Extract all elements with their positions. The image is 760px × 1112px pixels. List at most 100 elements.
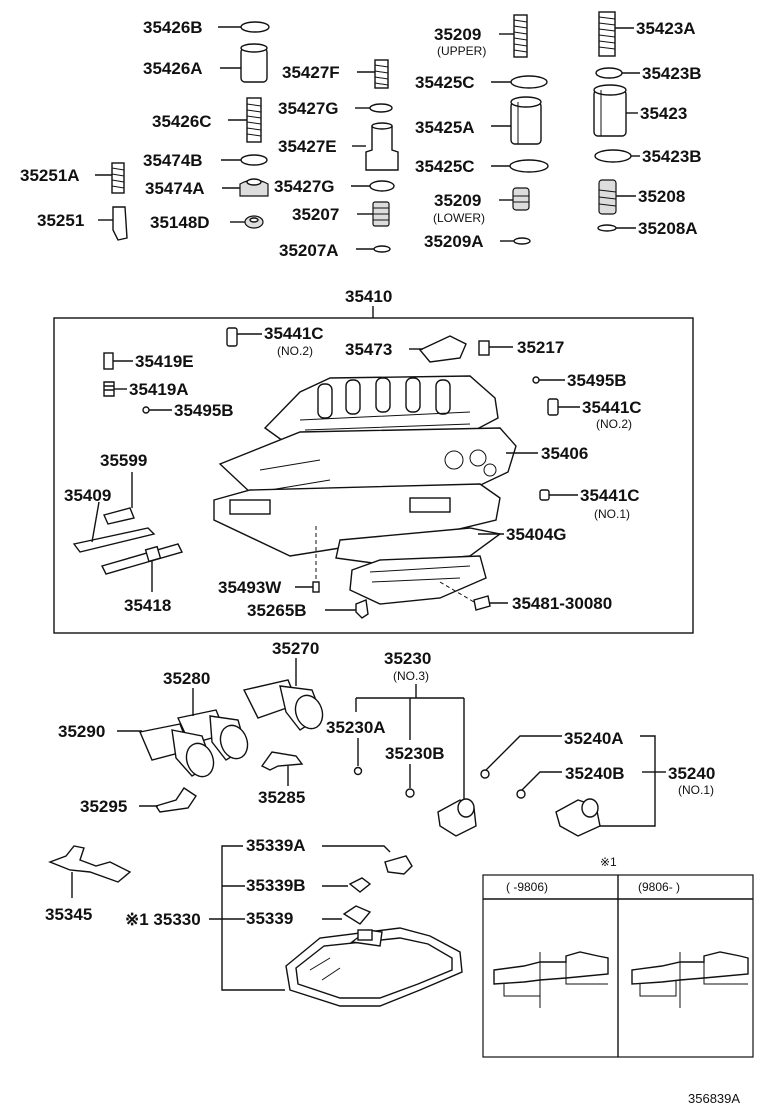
label-35217: 35217 [517,338,564,357]
label-35473: 35473 [345,340,392,359]
label-35406: 35406 [541,444,588,463]
label-35441C-right: 35441C [582,398,642,417]
oring-35240B [516,789,526,799]
oring-35230A [353,766,363,776]
solenoid-35290 [139,723,215,778]
label-upper: (UPPER) [437,44,486,58]
label-35404G: 35404G [506,525,567,544]
label-35425C-lower: 35425C [415,157,475,176]
valve-35207 [372,201,390,227]
pin-35441C-right [547,398,559,416]
ring-35425C-upper [510,75,548,89]
label-35427G-upper: 35427G [278,99,339,118]
spring-35251A [111,162,125,194]
magnet-35339A [384,855,413,875]
label-35207A: 35207A [279,241,339,260]
label-no2-right: (NO.2) [596,417,632,431]
piston-35474A [239,178,269,197]
label-35148D: 35148D [150,213,210,232]
label-35474B: 35474B [143,151,203,170]
label-35209A: 35209A [424,232,484,251]
ring-35207A [373,245,391,253]
plate-35473 [418,335,467,363]
spring-35423A [598,11,616,57]
clip-35265B [355,599,369,619]
label-no1: (NO.1) [594,507,630,521]
inset-detail-right [631,951,749,1008]
label-no2-top: (NO.2) [277,344,313,358]
solenoid-35270 [242,679,324,731]
label-35240: 35240 [668,764,715,783]
plate-35409 [72,527,156,553]
label-35240A: 35240A [564,729,624,748]
label-35419E: 35419E [135,352,194,371]
ring-35426B [240,21,270,33]
label-35427G-lower: 35427G [274,177,335,196]
ball-35251 [112,206,128,241]
label-no3: (NO.3) [393,669,429,683]
label-35423: 35423 [640,104,687,123]
ring-35427G-upper [369,103,393,113]
inset-detail-left [493,951,609,1008]
label-35441C-no1: 35441C [580,486,640,505]
label-35419A: 35419A [129,380,189,399]
pin-35419E [103,352,114,370]
label-35426C: 35426C [152,112,212,131]
label-35441C-top: 35441C [264,324,324,343]
oil-pan-35330 [285,927,463,1007]
spring-35427F [374,59,389,89]
ball-35495B-left [142,406,150,414]
label-35425C-upper: 35425C [415,73,475,92]
label-35209-upper: 35209 [434,25,481,44]
label-35599: 35599 [100,451,147,470]
label-35330: ※1 35330 [125,910,201,929]
plunger-35426A [240,43,268,83]
label-35265B: 35265B [247,601,307,620]
label-no1-240: (NO.1) [678,783,714,797]
label-35495B-left: 35495B [174,401,234,420]
bolt-35481-30080 [473,595,491,611]
label-35481-30080: 35481-30080 [512,594,612,613]
label-35426A: 35426A [143,59,203,78]
label-35339B: 35339B [246,876,306,895]
label-lower: (LOWER) [433,211,485,225]
sleeve-35427E [365,122,399,171]
pin-35441C-no1 [539,489,550,501]
label-35426B: 35426B [143,18,203,37]
label-35423A: 35423A [636,19,696,38]
seal-35148D [244,215,264,229]
ring-35423B-upper [595,67,623,79]
label-35280: 35280 [163,669,210,688]
ring-35209A [513,237,531,245]
clip-35295 [154,787,197,813]
ring-35423B-lower [594,149,632,163]
label-col1: ( -9806) [506,880,548,894]
diagram-id: 356839A [688,1091,740,1106]
label-35423B-upper: 35423B [642,64,702,83]
ring-35474B [240,154,268,166]
ring-35425C-lower [509,159,549,173]
pin-35217 [478,340,490,356]
label-35423B-lower: 35423B [642,147,702,166]
label-note-mark: ※1 [600,855,617,869]
label-35495B-right: 35495B [567,371,627,390]
shaft-35418 [100,543,184,575]
label-35207: 35207 [292,205,339,224]
ring-35427G-lower [369,180,395,192]
oring-35240A [480,769,490,779]
magnet-35339B [348,877,372,893]
ball-35493W [312,581,320,593]
label-35285: 35285 [258,788,305,807]
label-35410: 35410 [345,287,392,306]
label-col2: (9806- ) [638,880,680,894]
ring-35208A [597,224,617,232]
valve-35209-lower [512,187,530,211]
oring-35230B [405,788,415,798]
magnet-35339 [342,905,372,925]
label-35209-lower: 35209 [434,191,481,210]
solenoid-35230 [437,798,477,837]
plunger-35423 [593,84,627,137]
label-35230A: 35230A [326,718,386,737]
ball-35495B-right [532,376,540,384]
